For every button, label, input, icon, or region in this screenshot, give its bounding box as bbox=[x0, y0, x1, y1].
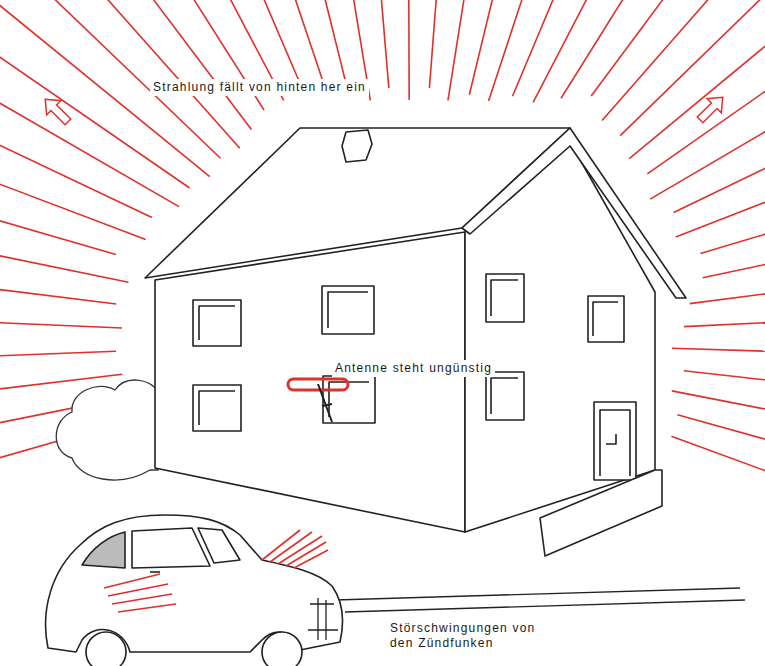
radiation-ray bbox=[650, 0, 765, 199]
window-frame bbox=[199, 306, 235, 340]
door-handle bbox=[606, 434, 616, 444]
antenna-mast bbox=[318, 384, 332, 422]
radiation-ray bbox=[448, 0, 523, 100]
car bbox=[46, 515, 343, 666]
radiation-ray bbox=[533, 0, 741, 102]
gable-eave bbox=[462, 128, 686, 298]
window bbox=[193, 385, 241, 431]
annotation-label: Störschwingungen von den Zündfunken bbox=[387, 620, 543, 652]
sidewalk-edge bbox=[345, 600, 745, 612]
radiation-ray bbox=[676, 80, 765, 237]
radiation-ray bbox=[703, 190, 765, 277]
radiation-ray bbox=[0, 31, 152, 217]
antenna-bracket bbox=[322, 404, 332, 406]
grille bbox=[308, 598, 338, 640]
interference-lines bbox=[104, 530, 328, 612]
wheel bbox=[262, 632, 302, 666]
radiation-ray bbox=[512, 0, 689, 96]
side-window bbox=[132, 528, 210, 568]
window-frame bbox=[593, 302, 618, 336]
door-handle bbox=[150, 571, 160, 573]
front-wall bbox=[155, 232, 465, 532]
radiation-ray bbox=[684, 305, 765, 327]
radiation-ray bbox=[469, 0, 579, 95]
window bbox=[486, 274, 524, 322]
radiation-ray bbox=[126, 0, 303, 91]
window bbox=[486, 372, 524, 420]
window bbox=[588, 296, 624, 342]
chimney bbox=[342, 130, 372, 162]
radiation-ray bbox=[620, 0, 765, 136]
wheel bbox=[86, 632, 126, 666]
radiation-ray bbox=[647, 0, 765, 174]
radiation-ray bbox=[672, 348, 765, 362]
radiation-ray bbox=[0, 351, 116, 367]
antenna bbox=[288, 379, 348, 422]
window-frame bbox=[491, 280, 518, 316]
radiation-ray bbox=[0, 0, 240, 148]
window bbox=[322, 286, 374, 334]
radiation-ray bbox=[677, 415, 765, 534]
radiation-ray bbox=[674, 27, 765, 213]
radiation-ray bbox=[629, 0, 765, 159]
direction-arrow bbox=[693, 90, 730, 127]
annotation-label: Antenne steht ungünstig bbox=[332, 360, 495, 377]
annotation-label: Strahlung fällt von hinten her ein bbox=[150, 79, 369, 96]
radiation-ray bbox=[0, 310, 122, 328]
sidewalk-edge bbox=[335, 588, 740, 600]
car-body bbox=[46, 515, 343, 652]
steps bbox=[540, 470, 662, 556]
radiation-rays bbox=[0, 0, 765, 589]
front-window bbox=[198, 528, 240, 563]
radiation-ray bbox=[672, 391, 765, 477]
radiation-ray bbox=[429, 0, 465, 88]
radiation-ray bbox=[671, 436, 765, 588]
radiation-ray bbox=[407, 0, 409, 100]
window-frame bbox=[328, 292, 368, 328]
radiation-ray bbox=[0, 139, 116, 254]
house bbox=[145, 128, 686, 556]
radiation-ray bbox=[690, 247, 765, 303]
window bbox=[193, 300, 241, 346]
bush bbox=[56, 380, 158, 480]
window-frame bbox=[199, 391, 235, 425]
radiation-ray bbox=[591, 0, 765, 96]
rear-window bbox=[82, 532, 125, 568]
radiation-ray bbox=[0, 0, 251, 129]
radiation-ray bbox=[236, 0, 348, 89]
direction-arrow bbox=[38, 92, 75, 129]
radiation-ray bbox=[700, 134, 765, 253]
radiation-ray bbox=[350, 0, 389, 88]
door-frame bbox=[600, 410, 630, 476]
window-frame bbox=[491, 378, 518, 414]
radiation-ray bbox=[561, 0, 765, 98]
window-frame bbox=[329, 382, 369, 417]
radiation-ray bbox=[0, 0, 179, 207]
door bbox=[594, 402, 636, 480]
